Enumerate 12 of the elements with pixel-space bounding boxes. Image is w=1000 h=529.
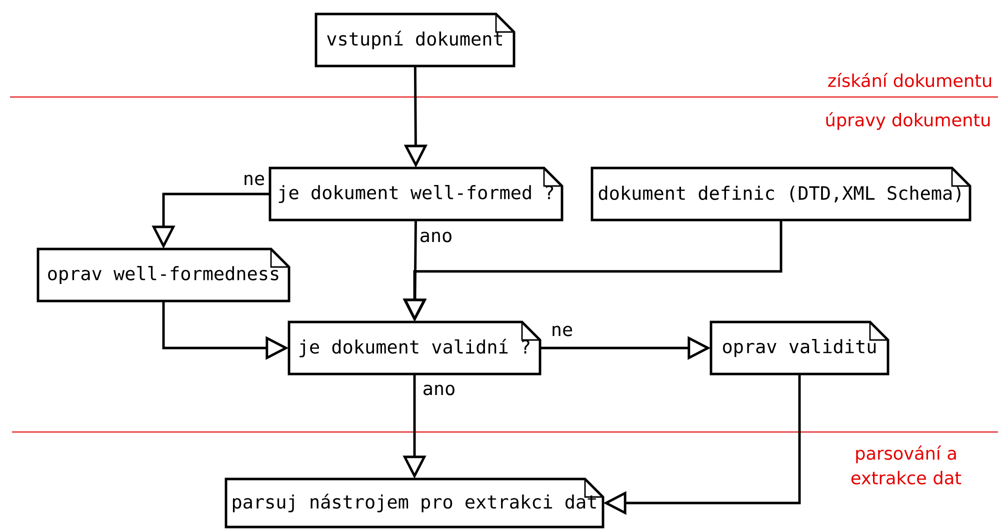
section-label: získání dokumentu	[828, 72, 992, 88]
note-box: oprav validitu	[710, 320, 890, 376]
edge-label: ano	[420, 382, 458, 398]
section-label: úpravy dokumentu	[826, 112, 990, 130]
note-box: vstupní dokument	[314, 12, 516, 68]
edge-label: ne	[241, 172, 267, 188]
note-box: parsuj nástrojem pro extrakci dat	[224, 478, 604, 528]
note-box: dokument definic (DTD,XML Schema)	[590, 166, 972, 222]
section-label: parsování a extrakce dat	[851, 446, 962, 484]
note-box: oprav well-formedness	[36, 248, 290, 302]
edge-label: ano	[418, 230, 454, 244]
edge-label: ne	[549, 324, 575, 338]
